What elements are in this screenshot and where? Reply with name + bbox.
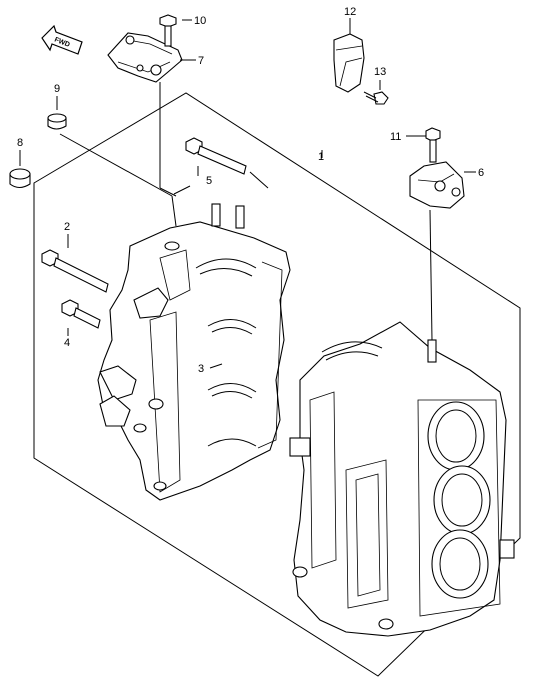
bolt-4 [61,299,101,329]
callout-3: 3 [198,363,204,375]
bracket-12 [333,33,365,93]
cylinder-block [289,321,515,637]
callout-7: 7 [198,55,204,67]
cap-9 [47,113,67,130]
callout-5: 5 [206,175,212,187]
cap-8 [9,168,31,189]
callout-4: 4 [64,337,70,349]
bolt-5 [185,137,247,175]
bracket-7 [107,32,183,83]
fwd-arrow-icon: FWD [41,24,83,55]
bolt-10 [159,14,177,47]
callout-9: 9 [54,83,60,95]
callout-6: 6 [478,167,484,179]
bolt-2 [41,249,109,293]
crankcase [97,203,291,501]
callout-11: 11 [390,131,401,143]
callout-8: 8 [17,137,23,149]
leader-lines [19,18,476,369]
bracket-6 [409,161,465,209]
callout-2: 2 [64,221,70,233]
bolt-13 [363,91,389,105]
callouts: 10 7 9 8 12 13 11 6 1 5 2 4 3 [17,6,484,375]
assembly-outline [33,92,521,677]
callout-12: 12 [344,6,356,18]
callout-1: 1 [318,151,324,163]
callout-13: 13 [374,66,386,78]
bolt-11 [425,127,441,163]
callout-10: 10 [194,15,206,27]
